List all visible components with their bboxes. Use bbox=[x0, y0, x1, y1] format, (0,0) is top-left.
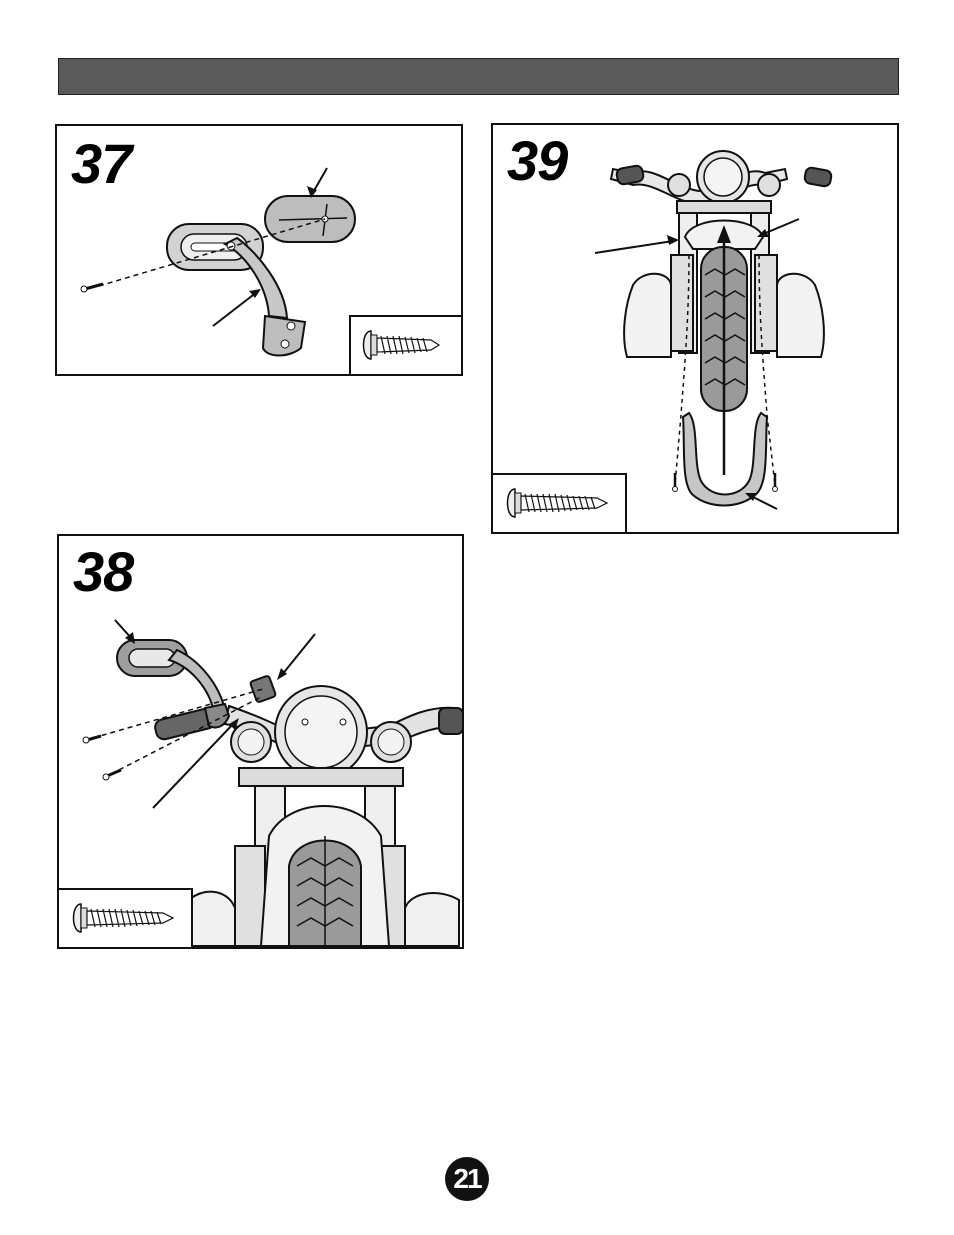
screw-icon bbox=[351, 317, 461, 374]
screw-icon bbox=[773, 473, 778, 492]
screw-icon bbox=[493, 475, 625, 532]
front-fender-illustration bbox=[493, 125, 897, 532]
step-39-panel: 39 bbox=[491, 123, 899, 534]
screw-icon bbox=[81, 284, 103, 292]
tire-icon bbox=[289, 836, 361, 946]
screw-icon bbox=[673, 473, 678, 492]
mirror-glass-icon bbox=[265, 196, 355, 242]
screw-inset bbox=[57, 888, 193, 949]
step-38-panel: 38 bbox=[57, 534, 464, 949]
screw-icon bbox=[83, 736, 101, 743]
handlebar-mirror-illustration bbox=[59, 536, 462, 947]
screw-inset bbox=[349, 315, 463, 376]
screw-inset bbox=[491, 473, 627, 534]
headlight-icon bbox=[275, 686, 367, 778]
screw-icon bbox=[59, 890, 191, 947]
page-number: 21 bbox=[445, 1157, 489, 1201]
screw-icon bbox=[103, 770, 121, 780]
header-bar bbox=[58, 58, 899, 95]
step-37-panel: 37 bbox=[55, 124, 463, 376]
